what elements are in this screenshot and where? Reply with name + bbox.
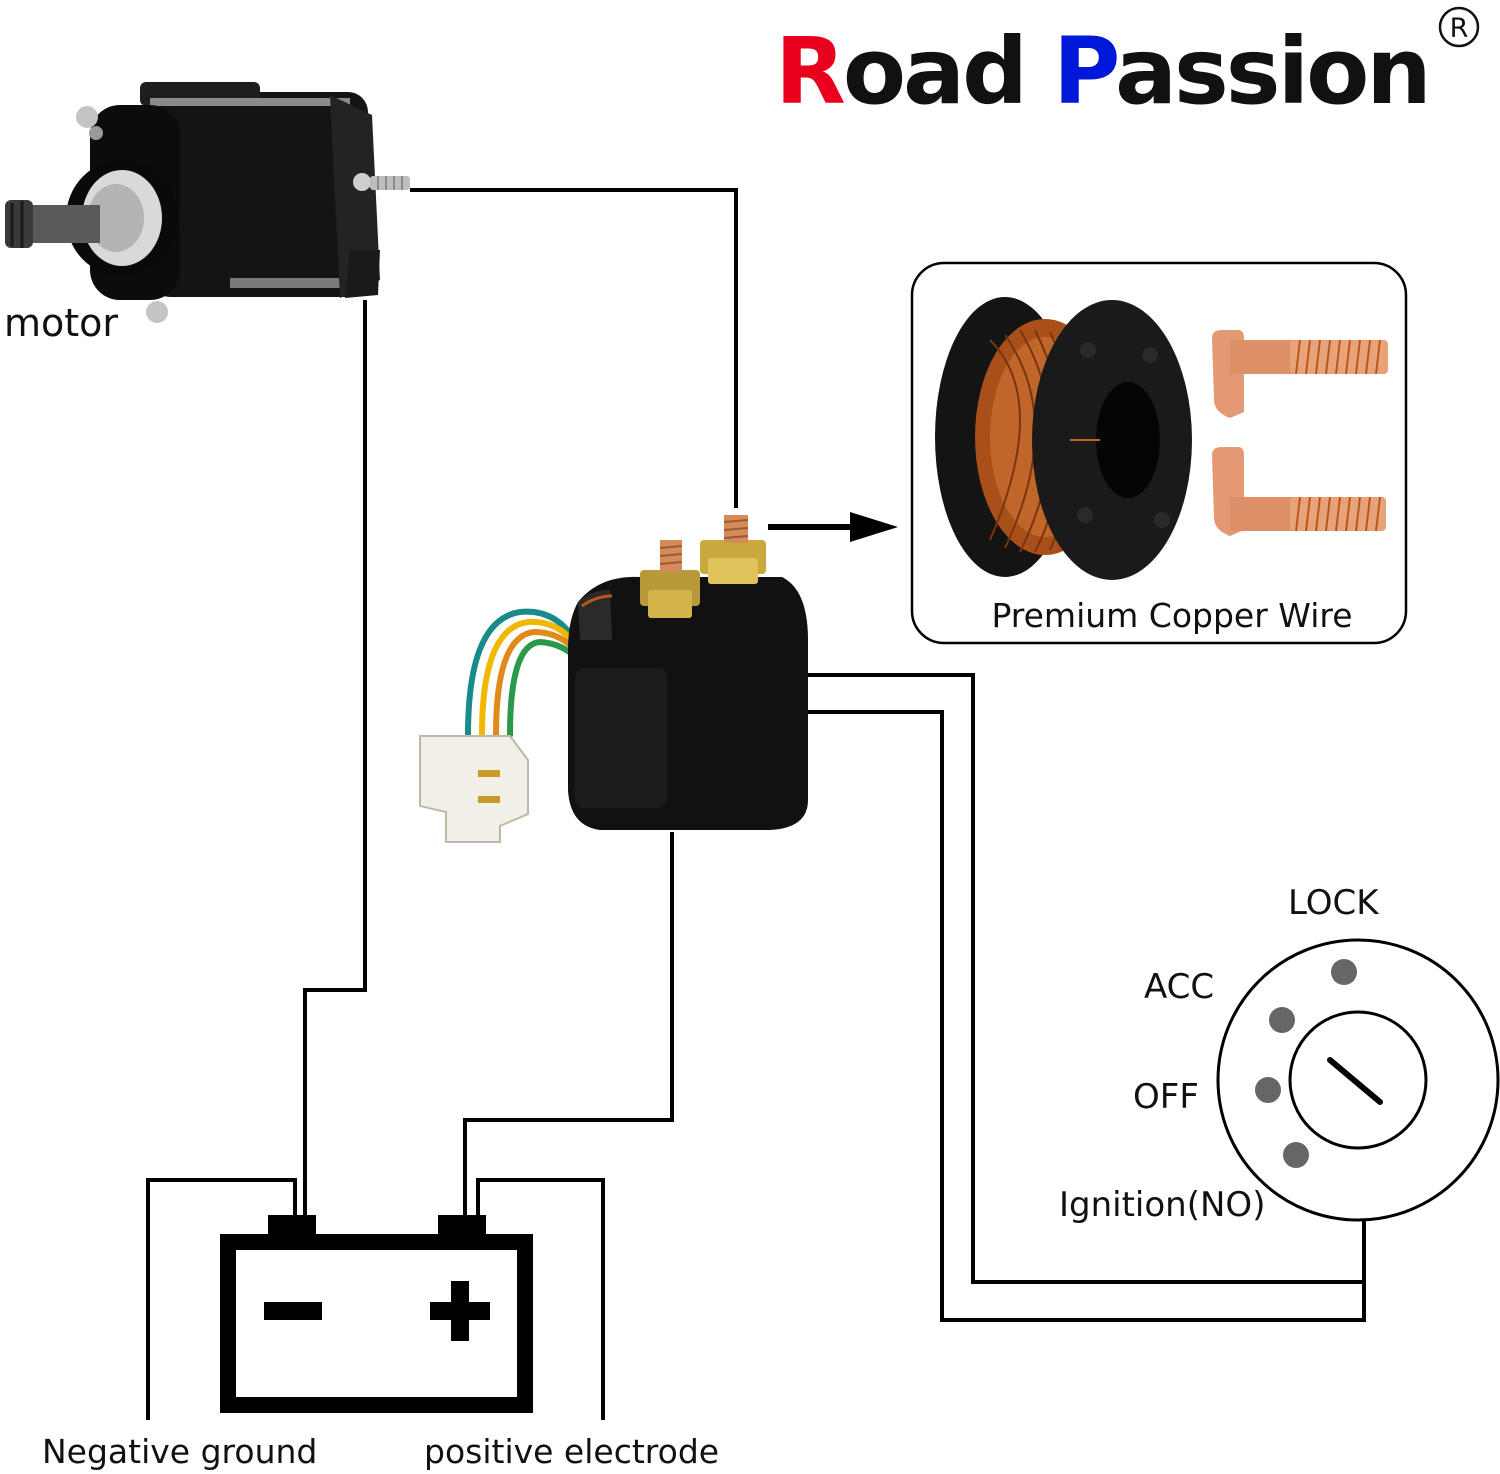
wires <box>146 188 1366 1420</box>
off-label: OFF <box>1133 1077 1199 1117</box>
copper-wire-label: Premium Copper Wire <box>991 596 1352 635</box>
registered-mark-letter: R <box>1450 13 1469 44</box>
brand-oad: oad <box>843 18 1025 125</box>
arrow-right-icon <box>768 512 898 542</box>
wire-positive-outer <box>476 1178 605 1420</box>
copper-inset-box: Premium Copper Wire <box>910 261 1408 645</box>
solenoid-relay-icon <box>419 515 808 843</box>
copper-bolts-icon <box>1212 330 1388 536</box>
acc-label: ACC <box>1144 967 1214 1007</box>
wire-motor-to-relay <box>410 188 738 508</box>
ignition-switch-icon <box>1216 938 1500 1222</box>
switch-dot-acc <box>1269 1007 1295 1033</box>
ignition-label: Ignition(NO) <box>1059 1185 1265 1225</box>
brand-assion: assion <box>1115 18 1429 125</box>
wire-negative-outer <box>146 1178 297 1420</box>
switch-dot-off <box>1255 1077 1281 1103</box>
positive-electrode-label: positive electrode <box>424 1432 719 1471</box>
battery-minus-icon <box>264 1302 322 1320</box>
motor-label: motor <box>4 301 118 345</box>
registered-mark-icon <box>1438 6 1480 48</box>
starter-motor-icon <box>5 82 410 323</box>
battery-icon <box>220 1215 533 1413</box>
brand-r: R <box>775 18 844 125</box>
brand-logo: Road Passion R <box>775 6 1480 125</box>
switch-dot-lock <box>1331 959 1357 985</box>
wire-relay-to-positive <box>463 832 674 1215</box>
negative-ground-label: Negative ground <box>42 1432 317 1471</box>
copper-coil-spool-icon <box>935 297 1192 580</box>
switch-dot-ignition <box>1283 1142 1309 1168</box>
wire-relay-to-switch-2 <box>808 710 1364 1322</box>
wire-relay-to-switch-1 <box>808 673 1364 1284</box>
brand-p: P <box>1053 18 1117 125</box>
lock-label: LOCK <box>1288 883 1380 923</box>
switch-key-icon <box>1327 1057 1383 1105</box>
wire-motor-ground <box>303 300 367 1215</box>
